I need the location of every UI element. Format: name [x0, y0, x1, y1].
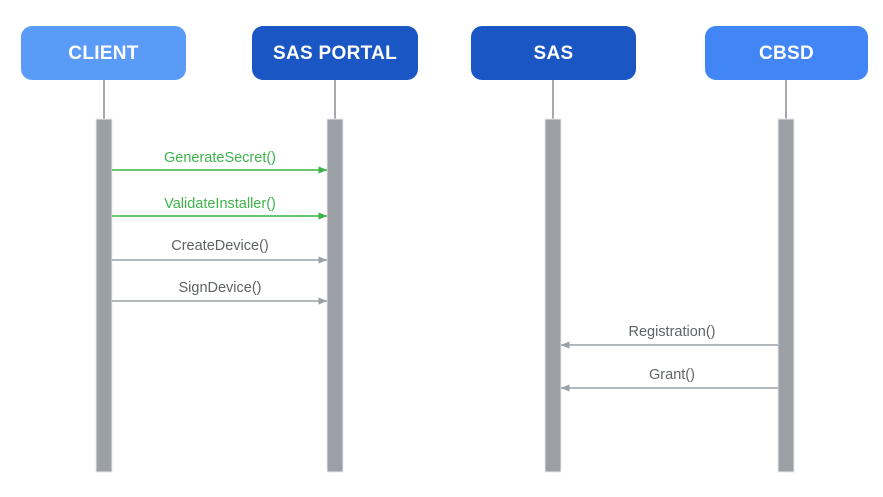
message-label-grant: Grant(): [649, 367, 695, 383]
participant-box-cbsd[interactable]: [705, 26, 868, 80]
activation-bar-sas: [544, 118, 562, 473]
participant-sas[interactable]: SAS: [471, 26, 636, 80]
activation-bar-cbsd: [777, 118, 795, 473]
participant-sas_portal[interactable]: SAS PORTAL: [252, 26, 418, 80]
message-label-create-device: CreateDevice(): [171, 238, 269, 254]
participant-label-client: CLIENT: [68, 43, 138, 64]
message-label-generate-secret: GenerateSecret(): [164, 150, 276, 166]
participant-box-sas[interactable]: [471, 26, 636, 80]
participant-cbsd[interactable]: CBSD: [705, 26, 868, 80]
lifelines-layer: [103, 80, 787, 472]
messages-layer: GenerateSecret() ValidateInstaller() Creat…: [112, 150, 778, 392]
activations-layer: [95, 118, 795, 473]
message-label-validate-installer: ValidateInstaller(): [164, 196, 276, 212]
activation-bar-sas_portal: [326, 118, 344, 473]
participants-layer: CLIENT SAS PORTAL SAS CBSD: [21, 26, 868, 80]
message-label-registration: Registration(): [628, 324, 715, 340]
message-label-sign-device: SignDevice(): [179, 280, 262, 296]
participant-client[interactable]: CLIENT: [21, 26, 186, 80]
participant-label-sas_portal: SAS PORTAL: [273, 43, 397, 64]
participant-box-client[interactable]: [21, 26, 186, 80]
participant-label-cbsd: CBSD: [759, 43, 814, 64]
participant-box-sas_portal[interactable]: [252, 26, 418, 80]
participant-label-sas: SAS: [534, 43, 574, 64]
activation-bar-client: [95, 118, 113, 473]
